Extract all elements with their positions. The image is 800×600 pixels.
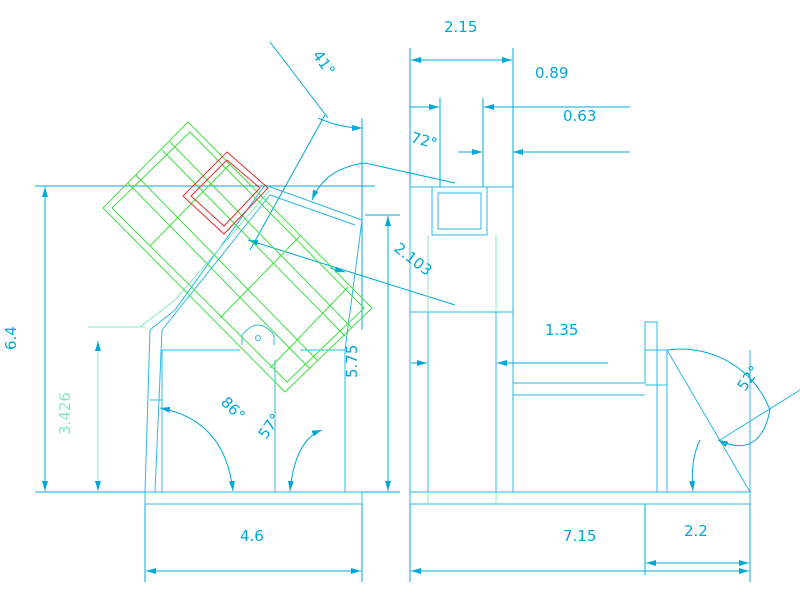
dim-width-top: 2.15 (444, 18, 477, 36)
dim-base-left: 4.6 (240, 527, 264, 545)
dim-base-right: 2.2 (684, 522, 708, 540)
dim-angle-tube: 72° (409, 128, 439, 152)
left-view-dimensions (35, 41, 456, 582)
dim-base-total: 7.15 (563, 527, 596, 545)
dim-height-low: 3.426 (56, 392, 74, 435)
right-view-dimensions (409, 48, 771, 582)
dim-angle-mid: 57° (255, 410, 285, 442)
dim-angle-left: 86° (217, 393, 249, 425)
tilted-frame (102, 121, 373, 393)
dim-angle-top: 41° (309, 47, 339, 79)
right-view-light-lines (427, 235, 497, 504)
left-view-outline (144, 184, 363, 505)
dim-height-total: 6.4 (2, 326, 20, 350)
dimension-labels: 2.15 0.89 0.63 41° 72° 2.103 6.4 3.426 5… (2, 18, 764, 545)
dim-width-a: 0.89 (535, 64, 568, 82)
dim-width-b: 0.63 (563, 107, 596, 125)
dim-mid-width: 1.35 (545, 321, 578, 339)
accent-square (182, 151, 269, 235)
dim-height-mid: 5.75 (343, 345, 361, 378)
right-view-outline (409, 186, 800, 505)
dim-diag: 2.103 (391, 239, 436, 280)
